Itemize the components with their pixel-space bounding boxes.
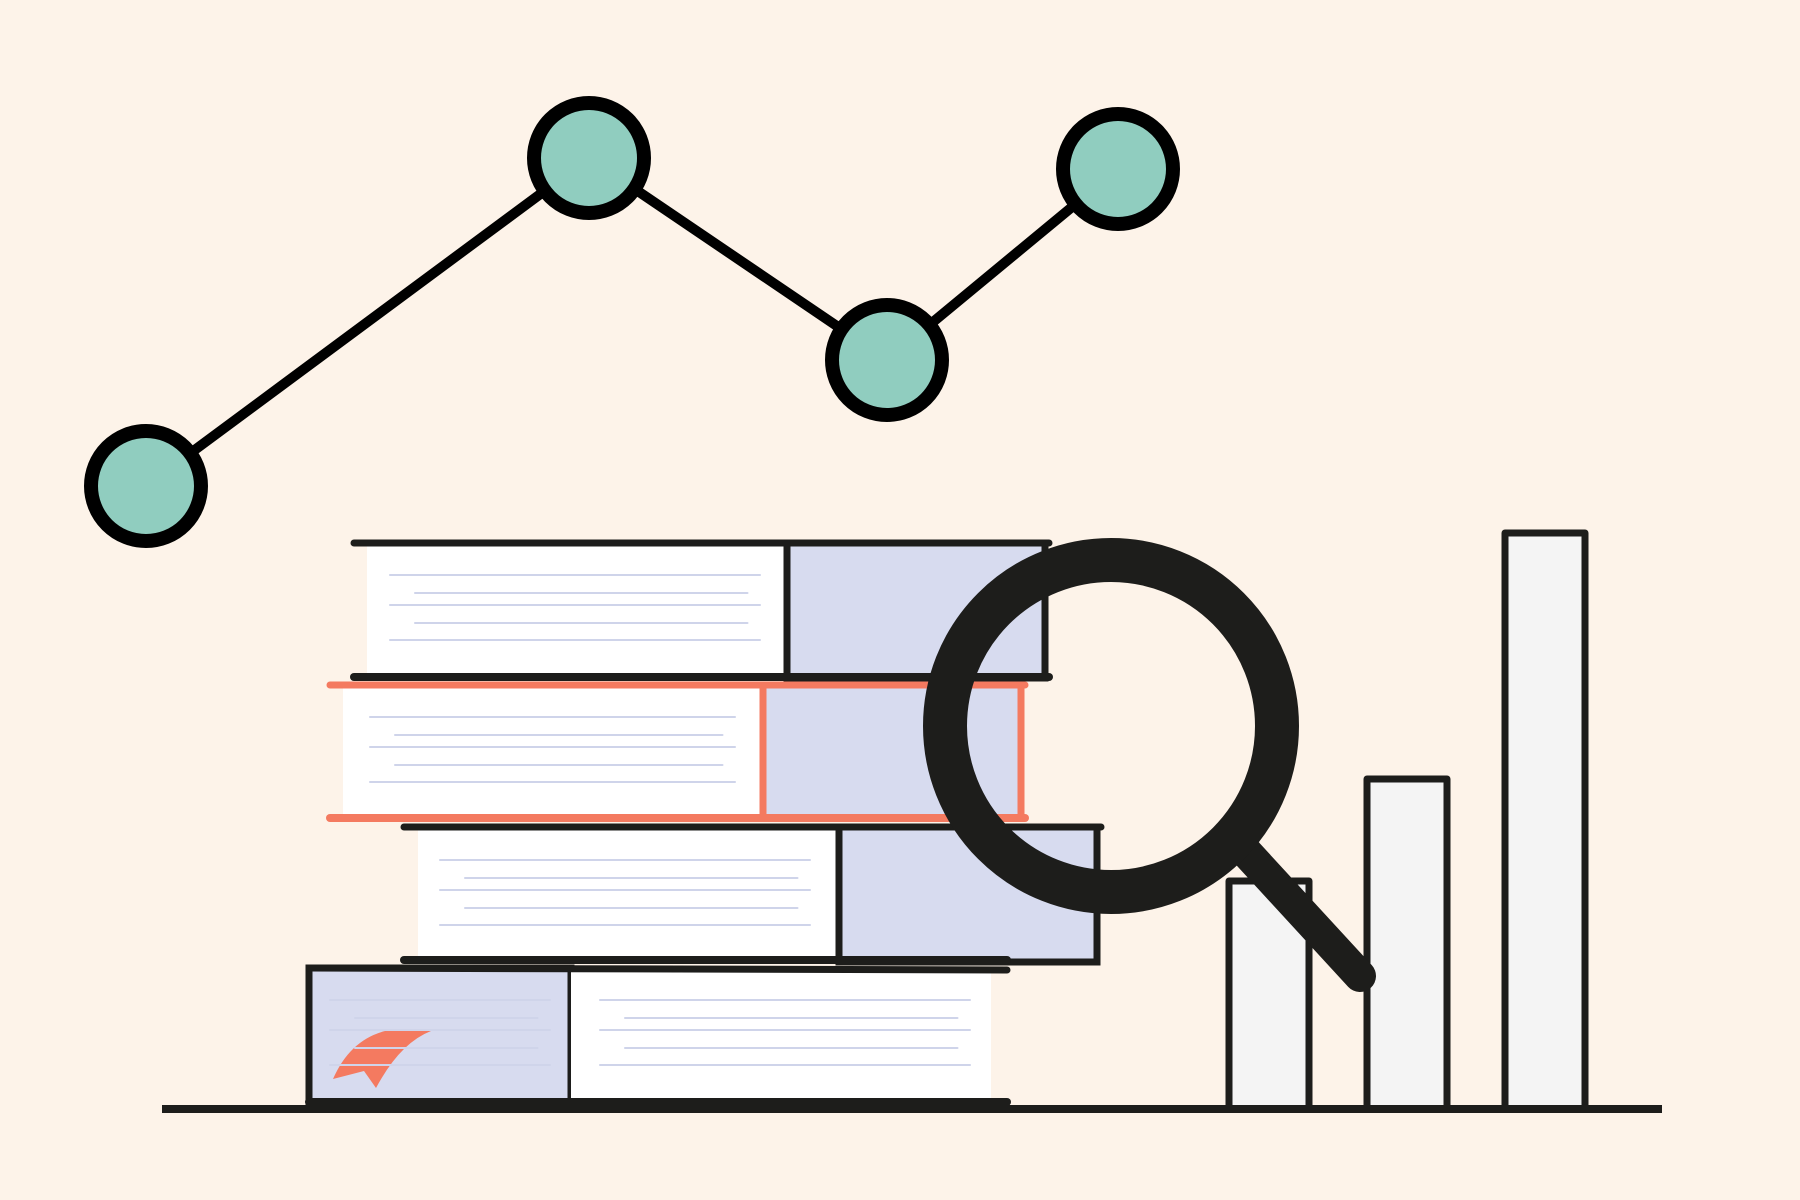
bar — [1363, 775, 1451, 1113]
trend-point — [825, 298, 949, 422]
book — [350, 539, 1053, 682]
trend-point — [1056, 107, 1180, 231]
bookmark-icon — [333, 1031, 431, 1088]
book — [326, 681, 1029, 822]
book — [305, 964, 1011, 1106]
trend-point — [527, 96, 651, 220]
book — [400, 823, 1105, 966]
book-stack-icon — [305, 539, 1105, 1106]
line-chart-trend-icon — [84, 96, 1180, 548]
bar — [1501, 529, 1589, 1113]
magnifying-glass-icon — [923, 538, 1376, 992]
trend-point — [84, 424, 208, 548]
trend-line — [143, 151, 1122, 491]
